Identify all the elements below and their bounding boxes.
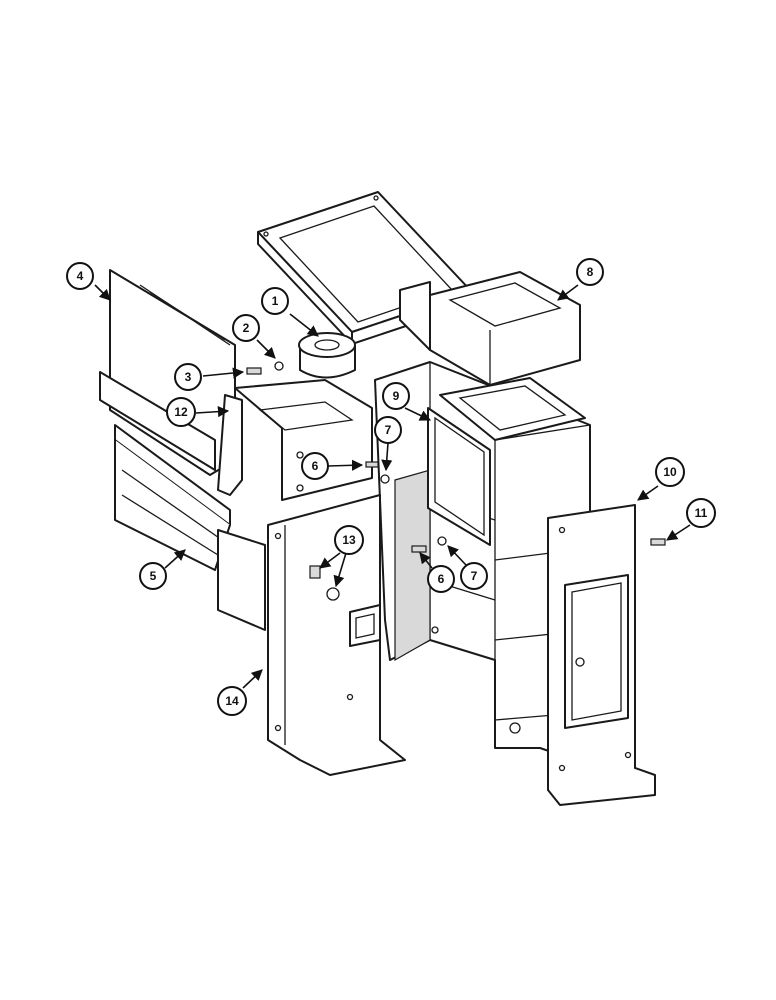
svg-text:8: 8 — [587, 265, 594, 279]
callout-10: 10 — [655, 457, 685, 487]
part-2-washer — [274, 361, 284, 371]
callout-9: 9 — [382, 382, 410, 410]
part-7-washer-lower — [437, 536, 447, 546]
hardware-fasteners — [246, 361, 666, 601]
part-13-plug-upper — [309, 565, 321, 579]
svg-text:10: 10 — [663, 465, 677, 479]
svg-text:11: 11 — [695, 506, 708, 520]
svg-text:6: 6 — [438, 572, 445, 586]
part-1-blower-housing — [298, 332, 356, 379]
inner-duct-frame — [439, 377, 586, 441]
svg-text:7: 7 — [471, 569, 478, 583]
part-12-duct-bracket — [217, 379, 373, 501]
callout-12: 12 — [166, 397, 196, 427]
callout-11: 11 — [686, 498, 716, 528]
part-14-front-panel — [267, 494, 406, 776]
part-6-screw-upper — [365, 461, 379, 468]
svg-text:7: 7 — [385, 423, 392, 437]
part-5-lower-shroud — [114, 424, 266, 631]
callout-6-upper: 6 — [301, 452, 329, 480]
part-4-left-side-panel — [99, 269, 236, 476]
svg-text:3: 3 — [185, 370, 192, 384]
svg-text:2: 2 — [243, 321, 250, 335]
svg-text:14: 14 — [225, 694, 239, 708]
svg-text:9: 9 — [393, 389, 400, 403]
svg-text:1: 1 — [272, 294, 279, 308]
part-8-upper-duct — [399, 271, 581, 386]
part-10-rear-access-panel — [547, 504, 656, 806]
part-7-washer-upper — [380, 474, 390, 484]
svg-text:12: 12 — [174, 405, 188, 419]
callout-7-upper: 7 — [374, 416, 402, 444]
callout-5: 5 — [139, 562, 167, 590]
part-6-screw-lower — [411, 545, 427, 553]
svg-text:5: 5 — [150, 569, 157, 583]
svg-text:13: 13 — [342, 533, 356, 547]
part-13-plug-lower — [326, 587, 340, 601]
part-11-bolt — [650, 538, 666, 546]
svg-text:4: 4 — [77, 269, 84, 283]
callout-1: 1 — [261, 287, 289, 315]
callout-14: 14 — [217, 686, 247, 716]
callout-8: 8 — [576, 258, 604, 286]
part-9-access-cover — [427, 407, 491, 546]
callout-4: 4 — [66, 262, 94, 290]
callout-7-lower: 7 — [460, 562, 488, 590]
leader-lines — [94, 284, 691, 689]
callout-3: 3 — [174, 363, 202, 391]
callout-2: 2 — [232, 314, 260, 342]
part-3-bolt — [246, 367, 262, 375]
callout-13: 13 — [334, 525, 364, 555]
callout-6-lower: 6 — [427, 565, 455, 593]
svg-text:6: 6 — [312, 459, 319, 473]
